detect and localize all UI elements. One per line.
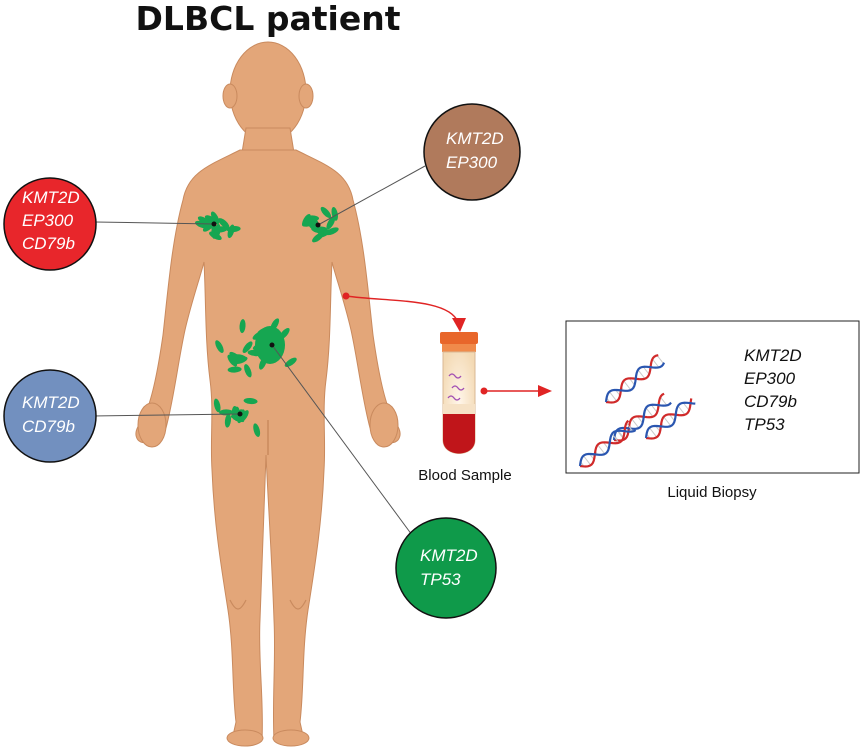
lymph-node — [243, 397, 258, 405]
bubble-axilla-right: KMT2D EP300 CD79b — [3, 177, 97, 271]
bubble-line: KMT2D — [22, 188, 80, 207]
liquid-biopsy-panel: KMT2D EP300 CD79b TP53 Liquid Biopsy — [565, 320, 860, 501]
lymph-node — [226, 226, 241, 233]
bubble-line: KMT2D — [420, 546, 478, 565]
lymph-node — [284, 357, 297, 368]
bubble-groin: KMT2D CD79b — [3, 369, 97, 463]
dna-helix-icon — [578, 419, 637, 468]
lymph-node — [242, 341, 253, 353]
lymph-node — [253, 423, 261, 437]
bubble-circle — [395, 517, 497, 619]
bubble-circle — [3, 369, 97, 463]
lymph-node — [218, 218, 230, 229]
human-body-figure — [135, 41, 401, 747]
bubble-circle — [423, 103, 521, 201]
bubble-circle — [3, 177, 97, 271]
dna-helix-icons — [578, 354, 696, 468]
bubble-line: TP53 — [420, 570, 461, 589]
arrow-to-liquid-biopsy — [480, 385, 552, 397]
dna-helix-icon — [604, 354, 666, 404]
lymph-node — [215, 340, 224, 353]
page-title: DLBCL patient — [136, 0, 401, 38]
biopsy-gene: CD79b — [744, 392, 797, 411]
leader-lines — [91, 165, 426, 536]
biopsy-gene: TP53 — [744, 415, 785, 434]
arrow-to-blood-sample — [342, 292, 466, 332]
biopsy-gene: EP300 — [744, 369, 796, 388]
bubble-line: KMT2D — [22, 393, 80, 412]
lymph-node — [214, 223, 221, 238]
lymph-node — [326, 216, 336, 230]
blood-sample-tube: Blood Sample — [418, 332, 512, 484]
lymph-node — [312, 232, 324, 243]
liquid-biopsy-label: Liquid Biopsy — [667, 484, 757, 501]
bubble-axilla-left: KMT2D EP300 — [423, 103, 521, 201]
lymph-node — [213, 398, 221, 413]
lymph-node — [331, 206, 338, 221]
liquid-biopsy-box — [565, 320, 860, 474]
biopsy-gene: KMT2D — [744, 346, 802, 365]
bubble-line: EP300 — [22, 211, 74, 230]
lymph-node — [320, 206, 332, 219]
lymph-node — [227, 366, 242, 373]
bubble-line: CD79b — [22, 234, 75, 253]
blood-sample-label: Blood Sample — [418, 467, 511, 484]
lymph-node — [239, 319, 246, 334]
lymph-node — [210, 211, 220, 225]
bubble-line: CD79b — [22, 417, 75, 436]
lymph-node — [227, 354, 238, 367]
bubble-abdomen: KMT2D TP53 — [395, 517, 497, 619]
lymph-node — [234, 356, 248, 364]
bubble-line: KMT2D — [446, 129, 504, 148]
lymph-node — [224, 413, 232, 428]
bubble-line: EP300 — [446, 153, 498, 172]
lymph-node — [312, 223, 324, 235]
lymph-node — [244, 364, 252, 378]
lymph-node — [302, 213, 311, 227]
leader-dots — [211, 221, 321, 417]
dna-helix-icon — [644, 398, 696, 440]
